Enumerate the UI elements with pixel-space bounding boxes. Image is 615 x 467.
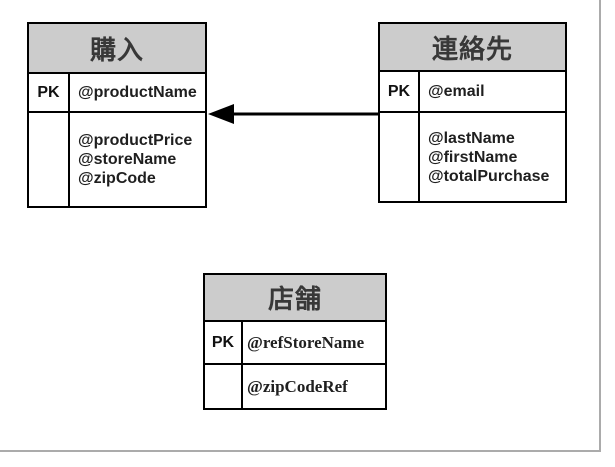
attribute-list: @productPrice @storeName @zipCode (70, 113, 205, 206)
attribute: @zipCode (78, 170, 156, 187)
attribute: @storeName (78, 151, 177, 168)
attribute: @productPrice (78, 132, 193, 149)
pk-label: PK (380, 72, 420, 113)
attribute: @firstName (428, 148, 518, 166)
pk-label: PK (205, 322, 243, 365)
pk-label: PK (29, 74, 70, 113)
entity-contact: 連絡先 PK @email @lastName @firstName @tota… (378, 22, 567, 203)
attribute: @lastName (428, 129, 515, 147)
attribute-list: @lastName @firstName @totalPurchase (420, 113, 565, 201)
page-edge-bottom (0, 450, 601, 452)
attribute: @totalPurchase (428, 167, 550, 185)
attribute-list: @zipCodeRef (243, 365, 385, 408)
empty-key-cell (205, 365, 243, 408)
entity-purchase-title: 購入 (29, 24, 205, 74)
pk-attribute: @refStoreName (243, 322, 385, 365)
empty-key-cell (380, 113, 420, 201)
entity-contact-title: 連絡先 (380, 24, 565, 72)
relationship-arrow-icon (208, 104, 379, 124)
page-edge-right (599, 0, 601, 452)
empty-key-cell (29, 113, 70, 206)
entity-store: 店舗 PK @refStoreName @zipCodeRef (203, 273, 387, 410)
entity-purchase: 購入 PK @productName @productPrice @storeN… (27, 22, 207, 208)
pk-attribute: @productName (70, 74, 205, 113)
pk-attribute: @email (420, 72, 565, 113)
entity-store-title: 店舗 (205, 275, 385, 322)
attribute: @zipCodeRef (247, 377, 348, 396)
